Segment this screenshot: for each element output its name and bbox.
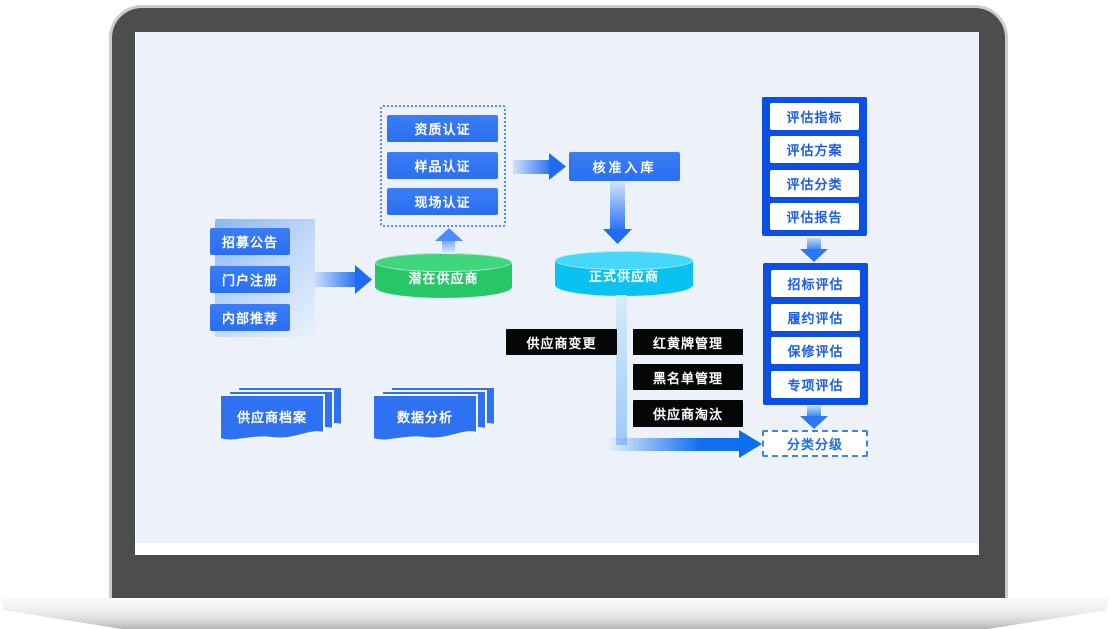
potential-supplier-cylinder: 潜在供应商 — [375, 253, 512, 298]
evaluation-types-group: 招标评估 履约评估 保修评估 专项评估 — [763, 263, 868, 405]
laptop-base — [0, 598, 1110, 629]
arrow-approval-to-official-body — [610, 182, 625, 230]
source-item-recruit-notice: 招募公告 — [210, 228, 290, 255]
discipline-item-blacklist: 黑名单管理 — [633, 364, 743, 390]
approval-box: 核准入库 — [569, 152, 680, 181]
cylinder-top — [375, 253, 512, 272]
evaluation-type-item-performance: 履约评估 — [771, 303, 860, 331]
evaluation-setup-item-category: 评估分类 — [770, 169, 859, 197]
connector-official-vertical-line — [616, 295, 627, 445]
evaluation-type-item-special: 专项评估 — [771, 371, 860, 399]
connector-official-horizontal-body — [608, 438, 740, 451]
cert-item-onsite: 现场认证 — [387, 188, 498, 215]
grading-box: 分类分级 — [762, 430, 868, 457]
document-pages-icon — [219, 386, 343, 442]
evaluation-setup-item-indicator: 评估指标 — [770, 103, 859, 131]
evaluation-type-item-bidding: 招标评估 — [771, 269, 860, 297]
arrow-types-to-grading-body — [807, 406, 821, 417]
arrow-setup-to-types-body — [807, 238, 821, 250]
official-supplier-label: 正式供应商 — [588, 269, 659, 284]
document-stack-supplier-archive: 供应商档案 — [219, 383, 345, 453]
arrow-potential-to-cert-body — [442, 240, 455, 254]
discipline-item-elimination: 供应商淘汰 — [633, 400, 743, 427]
arrow-sources-to-potential-body — [313, 272, 356, 287]
supplier-archive-label: 供应商档案 — [236, 410, 307, 425]
arrow-cert-to-approval-body — [513, 160, 551, 174]
document-pages-icon — [372, 386, 496, 442]
evaluation-setup-item-report: 评估报告 — [770, 202, 859, 230]
document-stack-data-analysis: 数据分析 — [372, 383, 498, 453]
data-analysis-label: 数据分析 — [396, 410, 453, 425]
official-supplier-cylinder: 正式供应商 — [555, 251, 693, 296]
evaluation-type-item-warranty: 保修评估 — [771, 337, 860, 365]
evaluation-setup-group: 评估指标 评估方案 评估分类 评估报告 — [762, 97, 867, 236]
source-item-internal-recommend: 内部推荐 — [210, 304, 290, 331]
supplier-change-box: 供应商变更 — [506, 329, 617, 355]
cylinder-top — [555, 251, 693, 270]
source-item-portal-register: 门户注册 — [210, 266, 290, 293]
evaluation-setup-item-plan: 评估方案 — [770, 136, 859, 164]
cert-item-sample: 样品认证 — [387, 152, 498, 179]
certification-group — [380, 105, 506, 227]
cert-item-qualification: 资质认证 — [387, 115, 498, 142]
discipline-item-red-yellow-card: 红黄牌管理 — [633, 329, 743, 355]
potential-supplier-label: 潜在供应商 — [408, 271, 479, 286]
